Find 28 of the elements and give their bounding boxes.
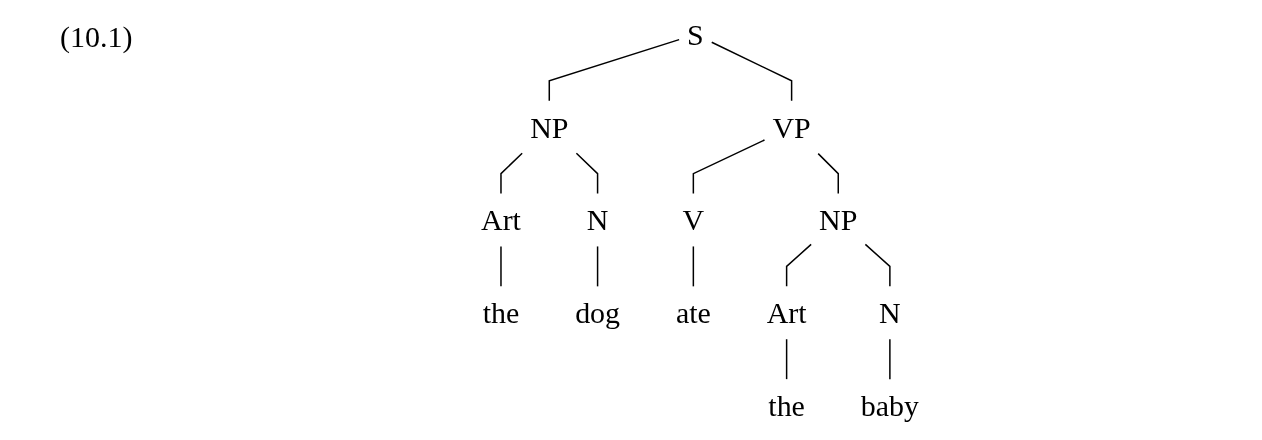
connector: [692, 245, 695, 288]
connector: [785, 338, 788, 380]
node-text: dog: [575, 296, 621, 330]
connector: [500, 245, 502, 288]
connector: [500, 152, 523, 195]
node-text: ate: [675, 296, 711, 330]
node-text: V: [682, 203, 705, 237]
node-text: NP: [819, 203, 858, 237]
node-text: VP: [772, 110, 811, 144]
connector: [596, 245, 599, 288]
connector: [711, 41, 793, 102]
node-text: N: [879, 296, 901, 330]
node-text: NP: [530, 110, 569, 144]
connector: [692, 139, 766, 195]
connector: [889, 338, 891, 380]
node-text: Art: [766, 296, 807, 330]
node-text: S: [687, 17, 704, 51]
connector: [817, 152, 839, 195]
connector: [864, 243, 891, 288]
connector: [548, 38, 680, 102]
connector: [785, 243, 812, 288]
connector: [575, 152, 599, 195]
example-number: (10.1): [60, 20, 133, 54]
node-text: Art: [481, 203, 521, 237]
node-text: the: [768, 389, 805, 423]
node-text: the: [482, 296, 520, 330]
node-text: N: [586, 203, 609, 237]
node-text: baby: [860, 389, 919, 423]
